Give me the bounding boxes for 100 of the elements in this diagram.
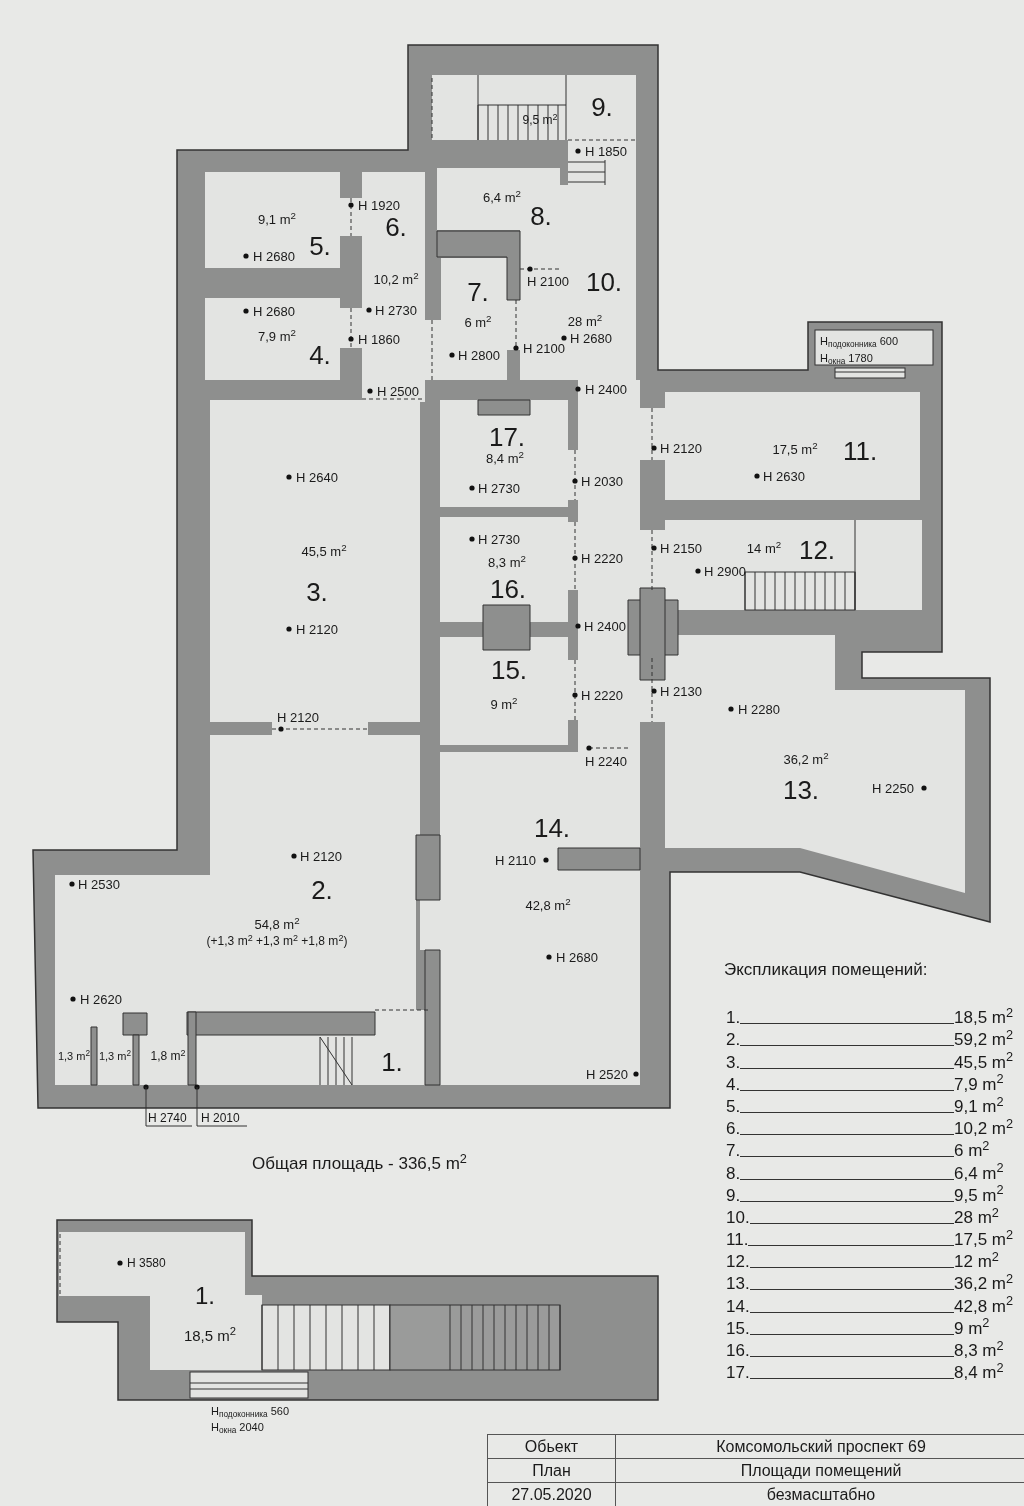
height-mark: H 2120 xyxy=(300,849,342,863)
room-area: 59,2 m$^{2}$ xyxy=(954,1031,1020,1049)
room-area: 6 m$^{2}$ xyxy=(954,1142,1020,1160)
room-number: 9. xyxy=(726,1186,741,1204)
room-area: 54,8 m$^{2}$ xyxy=(254,917,300,931)
height-mark: H 2220 xyxy=(581,551,623,565)
room-area: (+1,3 m$^{2}$ +1,3 m$^{2}$ +1,8 m$^{2}$) xyxy=(206,935,348,947)
height-mark: H 2400 xyxy=(584,619,626,633)
room-area: 1,8 m$^{2}$ xyxy=(150,1050,186,1062)
window-height-mark: H$_{окна}$ 1780 xyxy=(820,352,873,364)
room-number: 9. xyxy=(591,94,613,120)
explication-title: Экспликация помещений: xyxy=(724,961,928,978)
height-mark: H 2120 xyxy=(296,622,338,636)
room xyxy=(440,752,640,1085)
height-mark: H 2280 xyxy=(738,702,780,716)
height-mark: H 2400 xyxy=(585,382,627,396)
room xyxy=(440,637,568,745)
room-number: 7. xyxy=(726,1142,741,1160)
room-number: 11. xyxy=(842,438,878,464)
room-area: 9,1 m$^{2}$ xyxy=(954,1097,1020,1115)
room-area: 8,4 m$^{2}$ xyxy=(486,451,524,465)
room-number: 13. xyxy=(782,777,820,803)
room xyxy=(205,298,340,380)
height-mark: H 2730 xyxy=(478,481,520,495)
height-mark: H 2110 xyxy=(495,853,536,867)
height-mark: H 2680 xyxy=(253,249,295,263)
room-number: 7. xyxy=(467,279,489,305)
table-cell: 27.05.2020 xyxy=(488,1483,616,1506)
room-number: 15. xyxy=(726,1319,750,1337)
height-mark: H 2620 xyxy=(80,992,122,1006)
height-mark: H 2100 xyxy=(527,274,569,288)
height-mark: H 2520 xyxy=(586,1067,628,1081)
room-area: 6,4 m$^{2}$ xyxy=(483,190,521,204)
room-number: 15. xyxy=(490,657,528,683)
room-number: 1. xyxy=(726,1009,741,1027)
height-mark: H 1850 xyxy=(585,144,627,158)
height-mark: H 2680 xyxy=(253,304,295,318)
room-number: 10. xyxy=(726,1208,750,1226)
room xyxy=(437,168,560,230)
room-number: 3. xyxy=(306,579,328,605)
room-area: 28 m$^{2}$ xyxy=(954,1208,1020,1226)
height-mark: H 2500 xyxy=(377,384,419,398)
room-number: 14. xyxy=(726,1297,750,1315)
room-number: 14. xyxy=(533,815,571,841)
room xyxy=(432,75,636,140)
room-number: 3. xyxy=(726,1053,741,1071)
room-number: 4. xyxy=(726,1075,741,1093)
room-area: 10,2 m$^{2}$ xyxy=(373,272,419,286)
height-mark: H 2640 xyxy=(296,470,338,484)
room xyxy=(440,517,568,622)
room-number: 17. xyxy=(488,424,526,450)
room-number: 16. xyxy=(726,1342,750,1359)
table-cell: Комсомольский проспект 69 xyxy=(616,1435,1024,1459)
room-number: 12. xyxy=(798,537,836,563)
table-cell: Площади помещений xyxy=(616,1459,1024,1483)
room-area: 42,8 m$^{2}$ xyxy=(954,1297,1020,1315)
room-area: 6,4 m$^{2}$ xyxy=(954,1164,1020,1182)
height-mark: H 2800 xyxy=(458,348,500,362)
room-area: 18,5 m$^{2}$ xyxy=(183,1327,237,1343)
height-mark: H 2010 xyxy=(201,1110,247,1126)
room-number: 6. xyxy=(726,1120,741,1138)
height-mark: H 2630 xyxy=(763,469,805,483)
table-cell: безмасштабно xyxy=(616,1483,1024,1506)
height-mark: H 2680 xyxy=(556,950,598,964)
height-mark: H 3580 xyxy=(127,1257,166,1269)
window-height-mark: H$_{окна}$ 2040 xyxy=(211,1421,264,1433)
table-cell: План xyxy=(488,1459,616,1483)
room-number: 5. xyxy=(726,1097,741,1115)
room xyxy=(205,172,340,268)
window-height-mark: H$_{подоконника}$ 560 xyxy=(211,1405,290,1417)
room-area: 36,2 m$^{2}$ xyxy=(954,1275,1020,1293)
height-mark: H 2150 xyxy=(660,541,702,555)
room-area: 17,5 m$^{2}$ xyxy=(954,1231,1020,1249)
room-number: 8. xyxy=(726,1164,741,1182)
room-area: 18,5 m$^{2}$ xyxy=(954,1009,1020,1027)
room-area: 9,1 m$^{2}$ xyxy=(258,212,296,226)
room-area: 36,2 m$^{2}$ xyxy=(783,752,829,766)
room-number: 11. xyxy=(726,1231,749,1249)
room-area: 7,9 m$^{2}$ xyxy=(258,329,296,343)
height-mark: H 2740 xyxy=(148,1110,192,1126)
room-number: 12. xyxy=(726,1253,750,1271)
leader-line xyxy=(145,1086,193,1127)
height-mark: H 1860 xyxy=(358,332,400,346)
room-area: 7,9 m$^{2}$ xyxy=(954,1075,1020,1093)
room xyxy=(210,400,420,722)
room-number: 17. xyxy=(726,1364,750,1382)
leader-line xyxy=(196,1086,248,1127)
room-area: 14 m$^{2}$ xyxy=(746,541,782,555)
height-mark: H 2220 xyxy=(581,688,623,702)
room-area: 28 m$^{2}$ xyxy=(567,314,603,328)
room-number: 10. xyxy=(585,269,623,295)
table-cell: Обьект xyxy=(488,1435,616,1459)
room-number: 2. xyxy=(311,877,333,903)
room-number: 2. xyxy=(726,1031,741,1049)
room-area: 8,3 m$^{2}$ xyxy=(488,555,526,569)
room-area: 9 m$^{2}$ xyxy=(954,1319,1020,1337)
height-mark: H 1920 xyxy=(358,198,400,212)
room-number: 4. xyxy=(309,342,331,368)
height-mark: H 2730 xyxy=(478,532,520,546)
room-number: 13. xyxy=(726,1275,750,1293)
